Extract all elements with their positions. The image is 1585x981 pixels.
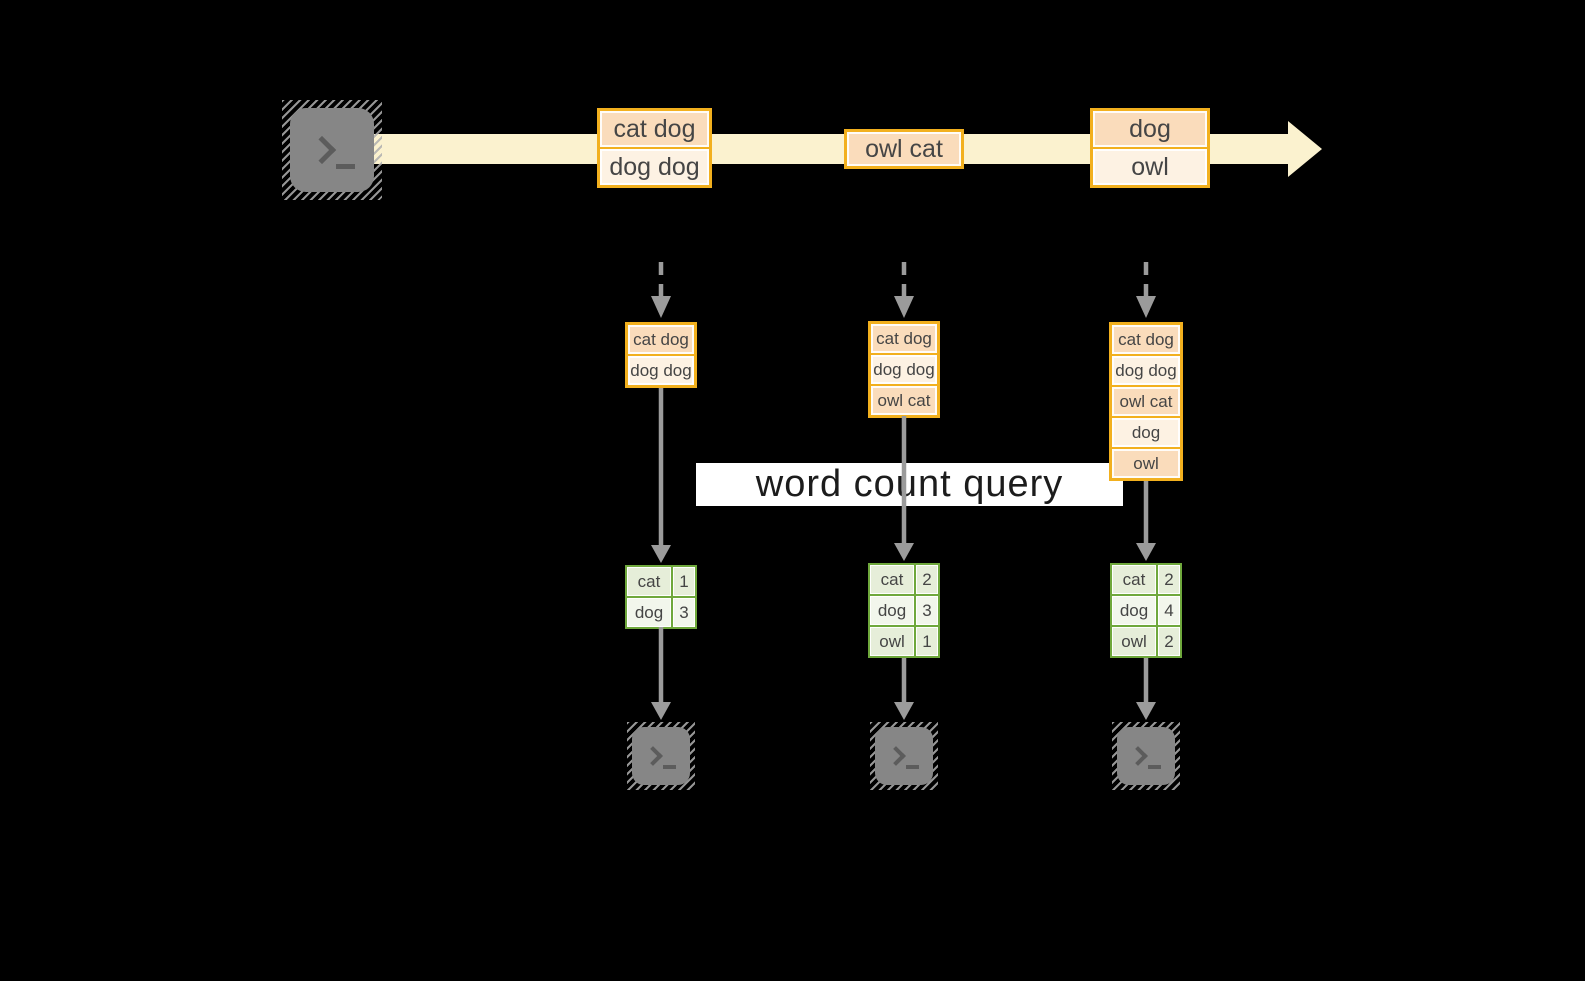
buffer-line: cat dog [871, 324, 937, 353]
message-line: dog [1093, 111, 1207, 147]
buffer-line: owl [1112, 449, 1180, 478]
result-arrow-icon [651, 627, 671, 720]
query-flow-arrow-icon [894, 416, 914, 561]
count-cell: 2 [916, 565, 938, 594]
buffer-line: dog dog [1112, 356, 1180, 385]
count-cell: 3 [916, 596, 938, 625]
buffer-line: owl cat [1112, 387, 1180, 416]
buffer-line: dog dog [871, 355, 937, 384]
query-flow-arrow-icon [651, 388, 671, 563]
prompt-chevron-icon [886, 746, 906, 766]
consumer-terminal-icon [1112, 722, 1180, 790]
prompt-underscore-icon [1148, 765, 1161, 769]
count-cell: 4 [1158, 596, 1180, 625]
word-cell: dog [870, 596, 914, 625]
word-count-table: cat 2 dog 3 owl 1 [868, 563, 940, 658]
word-cell: owl [870, 627, 914, 656]
buffer-line: cat dog [628, 325, 694, 354]
word-cell: cat [1112, 565, 1156, 594]
count-cell: 1 [673, 567, 695, 596]
terminal-screen [632, 727, 690, 785]
consumer-terminal-icon [870, 722, 938, 790]
accumulated-buffer: cat dog dog dog owl cat dog owl [1109, 322, 1183, 481]
word-cell: cat [870, 565, 914, 594]
buffer-line: dog [1112, 418, 1180, 447]
query-flow-arrow-icon [1136, 481, 1156, 561]
stream-message: dog owl [1090, 108, 1210, 188]
terminal-screen [875, 727, 933, 785]
message-line: cat dog [600, 111, 709, 147]
result-arrow-icon [1136, 658, 1156, 720]
dashed-consume-arrow-icon [1136, 262, 1156, 318]
dashed-consume-arrow-icon [651, 262, 671, 318]
message-line: owl [1093, 149, 1207, 185]
prompt-underscore-icon [336, 164, 355, 169]
terminal-screen [290, 108, 374, 192]
consumer-terminal-icon [627, 722, 695, 790]
prompt-underscore-icon [663, 765, 676, 769]
terminal-screen [1117, 727, 1175, 785]
stream-message: cat dog dog dog [597, 108, 712, 188]
stream-arrowhead-icon [1288, 121, 1322, 177]
count-cell: 3 [673, 598, 695, 627]
word-cell: owl [1112, 627, 1156, 656]
buffer-line: owl cat [871, 386, 937, 415]
prompt-chevron-icon [1128, 746, 1148, 766]
dashed-consume-arrow-icon [894, 262, 914, 318]
producer-terminal-icon [282, 100, 382, 200]
stream-message: owl cat [844, 129, 964, 169]
word-count-table: cat 1 dog 3 [625, 565, 697, 629]
query-banner: word count query [696, 463, 1123, 506]
prompt-underscore-icon [906, 765, 919, 769]
count-cell: 2 [1158, 627, 1180, 656]
result-arrow-icon [894, 658, 914, 720]
word-cell: cat [627, 567, 671, 596]
prompt-chevron-icon [643, 746, 663, 766]
accumulated-buffer: cat dog dog dog owl cat [868, 321, 940, 418]
message-line: owl cat [847, 132, 961, 166]
accumulated-buffer: cat dog dog dog [625, 322, 697, 388]
buffer-line: cat dog [1112, 325, 1180, 354]
word-cell: dog [1112, 596, 1156, 625]
count-cell: 2 [1158, 565, 1180, 594]
prompt-chevron-icon [307, 135, 337, 165]
query-banner-label: word count query [755, 463, 1064, 505]
buffer-line: dog dog [628, 356, 694, 385]
message-line: dog dog [600, 149, 709, 185]
count-cell: 1 [916, 627, 938, 656]
word-cell: dog [627, 598, 671, 627]
word-count-table: cat 2 dog 4 owl 2 [1110, 563, 1182, 658]
